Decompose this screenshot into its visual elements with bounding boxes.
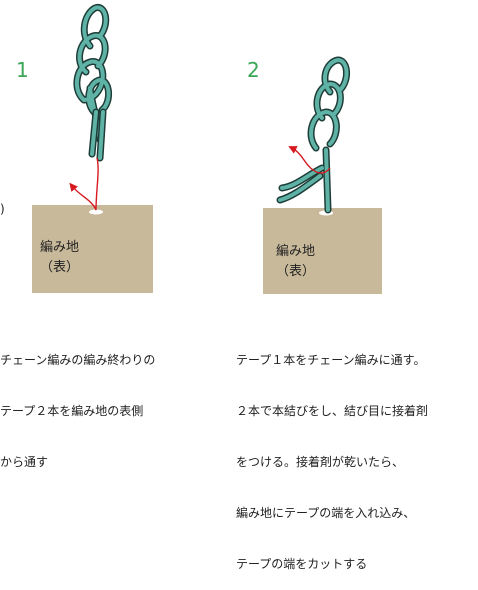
caption-2-line5: テープの端をカットする	[236, 557, 368, 571]
fabric-label-2: 編み地 （表）	[276, 242, 315, 282]
fabric-hole-1	[89, 209, 103, 215]
caption-1-line3: から通す	[0, 455, 49, 469]
chain-stitch-2	[276, 56, 350, 214]
fabric-swatch-1	[32, 205, 153, 293]
caption-1-line2: テープ２本を編み地の表側	[0, 404, 144, 418]
caption-2-line4: 編み地にテープの端を入れ込み、	[236, 506, 416, 520]
left-edge-fragment: )	[0, 202, 5, 216]
fabric-label-1-line2: （表）	[40, 260, 80, 275]
caption-1: チェーン編みの編み終わりの テープ２本を編み地の表側 から通す	[0, 318, 155, 488]
chain-stitch-1	[73, 4, 112, 162]
fabric-label-2-line2: （表）	[276, 264, 316, 279]
fabric-label-1: 編み地 （表）	[40, 238, 79, 278]
fabric-label-1-line1: 編み地	[40, 240, 80, 255]
illustration-canvas	[32, 4, 382, 294]
fabric-swatch-2	[263, 208, 382, 294]
step-number-2: 2	[247, 58, 260, 82]
caption-2-line1: テープ１本をチェーン編みに通す。	[236, 353, 426, 367]
caption-2-line2: ２本で本結びをし、結び目に接着剤	[236, 404, 429, 418]
step-number-1: 1	[16, 58, 29, 82]
caption-2: テープ１本をチェーン編みに通す。 ２本で本結びをし、結び目に接着剤 をつける。接…	[236, 318, 428, 590]
caption-1-line1: チェーン編みの編み終わりの	[0, 353, 156, 367]
caption-2-line3: をつける。接着剤が乾いたら、	[236, 455, 405, 469]
fabric-label-2-line1: 編み地	[276, 244, 316, 259]
thread-arrow-1	[69, 157, 99, 211]
thread-arrow-2	[288, 146, 331, 174]
